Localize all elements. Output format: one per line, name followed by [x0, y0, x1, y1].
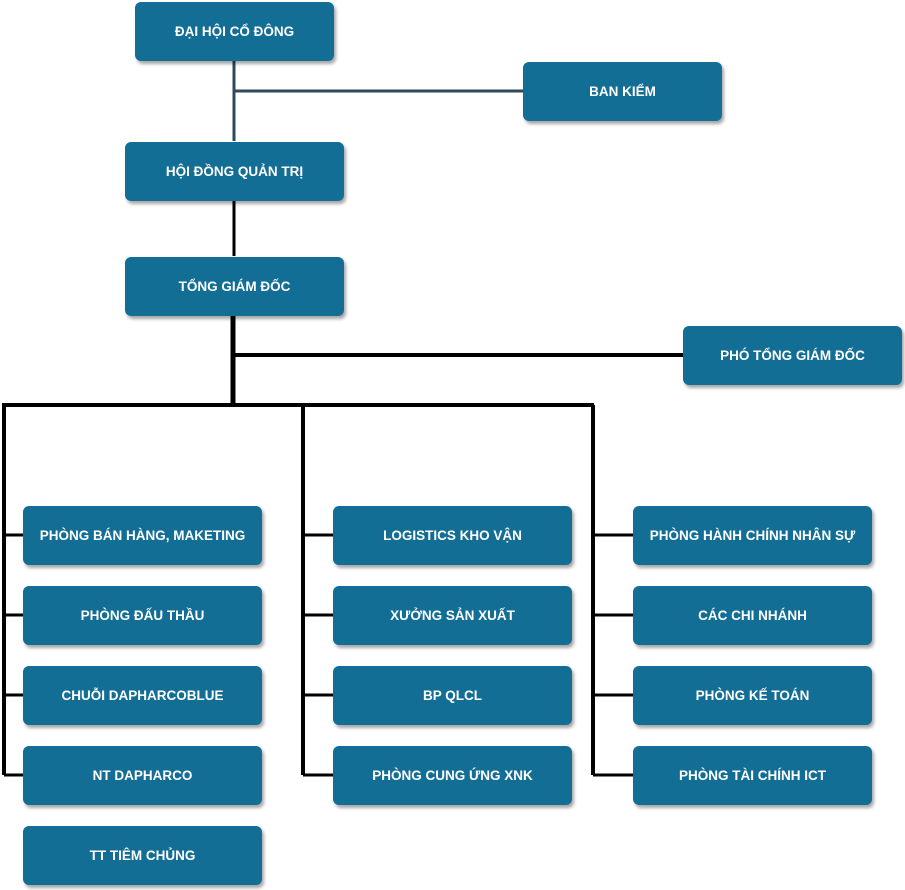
node-phong-dau-thau: PHÒNG ĐẤU THẦU	[23, 586, 262, 645]
node-hoi-dong-quan-tri: HỘI ĐỒNG QUẢN TRỊ	[125, 142, 344, 201]
node-nt-dapharco: NT DAPHARCO	[23, 746, 262, 805]
node-pho-tong-giam-doc: PHÓ TỔNG GIÁM ĐỐC	[683, 326, 902, 385]
node-chuoi-dapharcoblue: CHUỖI DAPHARCOBLUE	[23, 666, 262, 725]
node-phong-tai-chinh-ict: PHÒNG TÀI CHÍNH ICT	[633, 746, 872, 805]
node-logistics-kho-van: LOGISTICS KHO VẬN	[333, 506, 572, 565]
node-ban-kiem: BAN KIỂM	[523, 62, 722, 121]
node-tong-giam-doc: TỔNG GIÁM ĐỐC	[125, 257, 344, 316]
node-dai-hoi-co-dong: ĐẠI HỘI CỔ ĐÔNG	[135, 2, 334, 61]
node-xuong-san-xuat: XƯỞNG SẢN XUẤT	[333, 586, 572, 645]
node-phong-hanh-chinh-nhan-su: PHÒNG HÀNH CHÍNH NHÂN SỰ	[633, 506, 872, 565]
node-bp-qlcl: BP QLCL	[333, 666, 572, 725]
node-phong-ke-toan: PHÒNG KẾ TOÁN	[633, 666, 872, 725]
node-phong-ban-hang: PHÒNG BÁN HÀNG, MAKETING	[23, 506, 262, 565]
node-cac-chi-nhanh: CÁC CHI NHÁNH	[633, 586, 872, 645]
node-phong-cung-ung-xnk: PHÒNG CUNG ỨNG XNK	[333, 746, 572, 805]
node-tt-tiem-chung: TT TIÊM CHỦNG	[23, 826, 262, 885]
